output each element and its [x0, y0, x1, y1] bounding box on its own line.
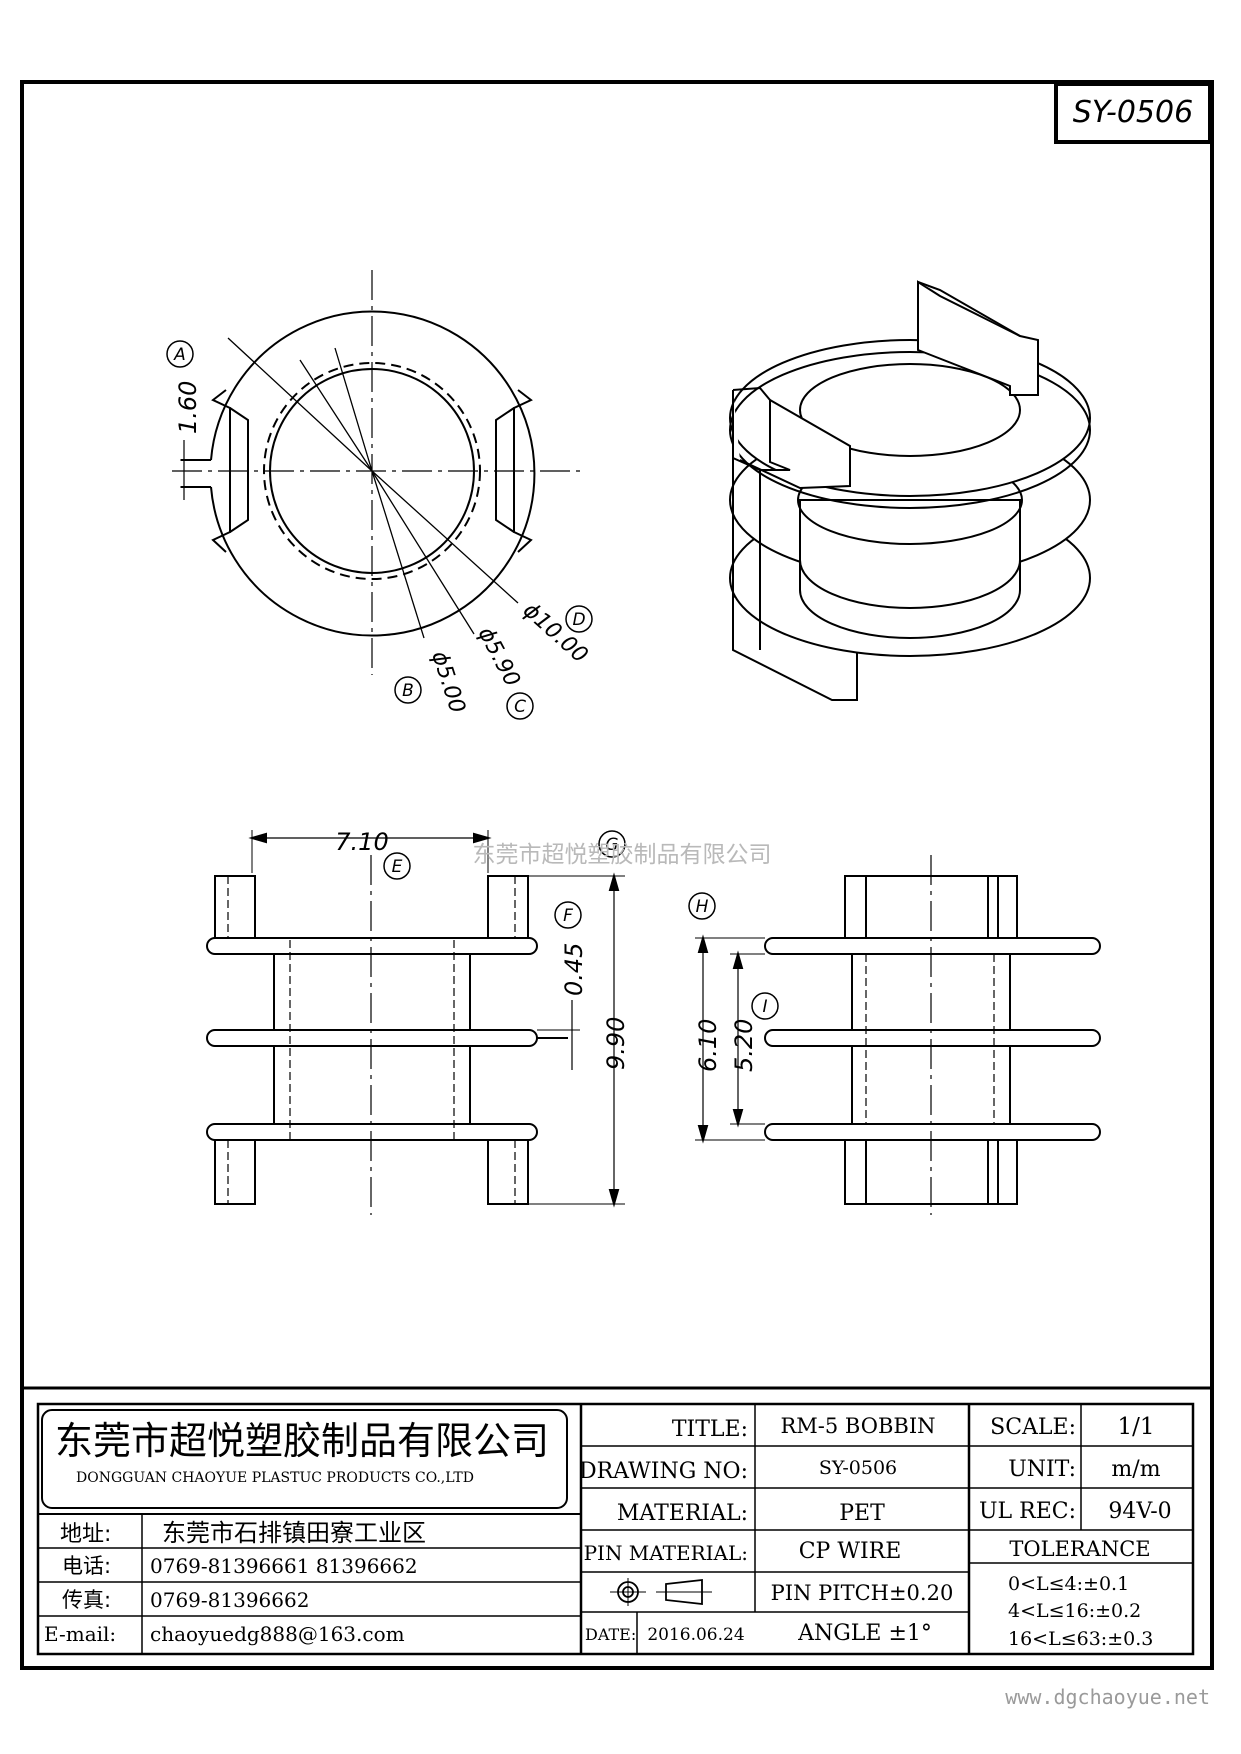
pin-material-value: CP WIRE: [799, 1539, 902, 1564]
side-view: [695, 855, 1101, 1215]
date-value: 2016.06.24: [647, 1625, 744, 1645]
callout-f-letter: F: [563, 906, 573, 926]
drawing-no-value: SY-0506: [819, 1457, 897, 1479]
callout-g-letter: G: [605, 835, 618, 855]
callout-e-letter: E: [392, 857, 403, 877]
unit-value: m/m: [1111, 1457, 1160, 1482]
dim-e-value: 7.10: [335, 828, 388, 856]
date-label: DATE:: [585, 1625, 636, 1644]
title-label: TITLE:: [672, 1417, 748, 1442]
fax-value: 0769-81396662: [150, 1588, 309, 1612]
tolerance-row: 4<L≤16:±0.2: [1008, 1600, 1141, 1622]
tolerance-row: 0<L≤4:±0.1: [1008, 1573, 1129, 1595]
website-footer: www.dgchaoyue.net: [1005, 1685, 1210, 1709]
top-view: [172, 270, 580, 675]
company-name-cn: 东莞市超悦塑胶制品有限公司: [55, 1419, 549, 1463]
ul-rec-value: 94V-0: [1108, 1499, 1171, 1524]
callout-d: [565, 605, 593, 633]
fax-label: 传真:: [62, 1588, 111, 1612]
scale-label: SCALE:: [990, 1415, 1076, 1440]
company-name-en: DONGGUAN CHAOYUE PLASTUC PRODUCTS CO.,LT…: [76, 1470, 474, 1486]
callout-a-letter: A: [173, 345, 186, 365]
dim-b-value: ϕ5.00: [426, 648, 469, 716]
sheet-border: [20, 80, 1214, 1670]
unit-label: UNIT:: [1008, 1457, 1076, 1482]
material-value: PET: [839, 1501, 885, 1526]
iso-tab-right: [917, 280, 1039, 396]
iso-view: [729, 280, 1091, 701]
callout-g: [598, 830, 626, 858]
dim-a-value: 1.60: [174, 381, 202, 434]
front-view: [206, 830, 625, 1215]
title-value: RM-5 BOBBIN: [780, 1414, 935, 1438]
phone-value: 0769-81396661 81396662: [150, 1554, 418, 1578]
dim-h-value: 6.10: [694, 1019, 722, 1072]
front-view-labels: 7.10 E G 9.90 F 0.45: [335, 828, 630, 1070]
dim-f-value: 0.45: [560, 943, 588, 996]
outer-flange-circle: [210, 310, 536, 637]
callout-f: [554, 901, 582, 929]
material-label: MATERIAL:: [617, 1501, 748, 1526]
title-block-text: 东莞市超悦塑胶制品有限公司 DONGGUAN CHAOYUE PLASTUC P…: [44, 1414, 1172, 1650]
dim-i-value: 5.20: [730, 1019, 758, 1072]
callout-a: [166, 340, 194, 368]
pin-pitch-value: PIN PITCH±0.20: [771, 1581, 954, 1605]
callout-c: [506, 692, 534, 720]
dim-g-value: 9.90: [602, 1017, 630, 1070]
side-view-labels: H 6.10 I 5.20: [688, 892, 779, 1072]
callout-c-letter: C: [514, 697, 526, 717]
angle-value: ANGLE ±1°: [797, 1621, 932, 1646]
tolerance-label: TOLERANCE: [1009, 1537, 1150, 1561]
callout-i: [751, 992, 779, 1020]
iso-tab-left: [732, 390, 851, 490]
callout-i-letter: I: [762, 997, 767, 1017]
phone-label: 电话:: [62, 1554, 111, 1578]
address-value: 东莞市石排镇田寮工业区: [162, 1519, 426, 1547]
drawing-code-box: SY-0506: [1054, 82, 1212, 144]
callout-e: [383, 852, 411, 880]
projection-symbol-icon: [610, 1578, 712, 1606]
ul-rec-label: UL REC:: [979, 1499, 1076, 1524]
email-value: chaoyuedg888@163.com: [150, 1622, 405, 1646]
watermark: 东莞市超悦塑胶制品有限公司: [473, 842, 772, 868]
tolerance-row: 16<L≤63:±0.3: [1008, 1628, 1153, 1650]
email-label: E-mail:: [44, 1622, 116, 1646]
drawing-code: SY-0506: [1073, 95, 1193, 130]
callout-h: [688, 892, 716, 920]
address-label: 地址:: [60, 1522, 111, 1547]
drawing-no-label: DRAWING NO:: [579, 1459, 748, 1484]
callout-h-letter: H: [696, 897, 709, 917]
callout-d-letter: D: [572, 610, 585, 630]
title-block: [24, 1386, 1210, 1656]
callout-b-letter: B: [402, 681, 414, 701]
iso-core-hole: [799, 363, 1021, 457]
pin-material-label: PIN MATERIAL:: [584, 1541, 748, 1565]
dim-c-value: ϕ5.90: [473, 623, 525, 691]
scale-value: 1/1: [1117, 1414, 1154, 1440]
callout-b: [394, 676, 422, 704]
